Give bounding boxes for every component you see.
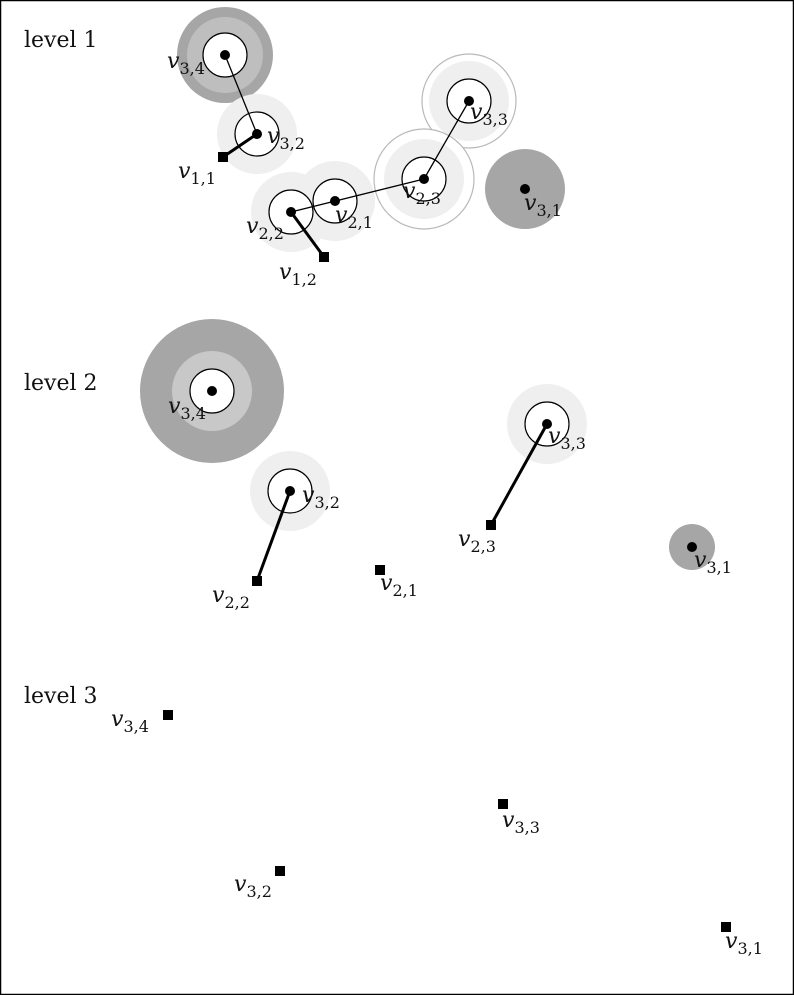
- node-dot: [464, 96, 474, 106]
- edge-thick: [255, 490, 292, 582]
- node-square: [375, 565, 385, 575]
- vertex-label: v3,4: [111, 707, 149, 736]
- vertex-label: v3,3: [502, 808, 540, 837]
- node-dot: [286, 207, 296, 217]
- vertex-label: v1,1: [178, 159, 216, 188]
- node-square: [218, 152, 228, 162]
- node-dot: [220, 50, 230, 60]
- vertex-label: v2,2: [246, 214, 284, 243]
- level-2-panel: level 2 v3,4 v3,3 v3,2 v2,3 v3,1 v2,2 v2…: [24, 319, 732, 612]
- vertex-label: v3,1: [694, 548, 732, 577]
- vertex-label: v3,4: [168, 394, 206, 423]
- node-dot: [520, 184, 530, 194]
- vertex-label: v2,1: [380, 571, 418, 600]
- edge-thick: [489, 423, 549, 526]
- node-dot: [419, 174, 429, 184]
- vertex-label: v3,1: [725, 929, 763, 958]
- vertex-label: v3,1: [524, 191, 562, 220]
- level-3-title: level 3: [24, 684, 98, 709]
- edge: [290, 178, 425, 213]
- level-3-panel: level 3 v3,4 v3,3 v3,2 v3,1: [24, 684, 763, 958]
- edge: [224, 54, 258, 135]
- vertex-label: v2,2: [212, 583, 250, 612]
- node-dot: [285, 486, 295, 496]
- node-dot: [330, 196, 340, 206]
- node-square: [275, 866, 285, 876]
- vertex-label: v3,4: [167, 49, 205, 78]
- node-dot: [687, 542, 697, 552]
- node-dot: [207, 386, 217, 396]
- vertex-label: v3,3: [548, 424, 586, 453]
- vertex-label: v2,3: [403, 179, 441, 208]
- vertex-label: v3,2: [267, 124, 305, 153]
- vertex-label: v2,3: [458, 527, 496, 556]
- edge-thick: [289, 211, 326, 258]
- level-2-title: level 2: [24, 371, 98, 396]
- edge-thick: [222, 132, 258, 159]
- vertex-label: v3,3: [470, 100, 508, 129]
- vertex-label: v1,2: [279, 260, 317, 289]
- node-square: [486, 520, 496, 530]
- vertex-label: v2,1: [335, 203, 373, 232]
- level-1-title: level 1: [24, 28, 98, 53]
- vertex-label: v3,2: [302, 483, 340, 512]
- edge: [423, 100, 470, 180]
- node-dot: [252, 129, 262, 139]
- node-square: [721, 922, 731, 932]
- vertex-label: v3,2: [234, 872, 272, 901]
- level-1-panel: level 1 v3,4: [24, 7, 565, 289]
- node-square: [319, 252, 329, 262]
- node-square: [498, 799, 508, 809]
- node-square: [252, 576, 262, 586]
- node-square: [163, 710, 173, 720]
- node-dot: [542, 419, 552, 429]
